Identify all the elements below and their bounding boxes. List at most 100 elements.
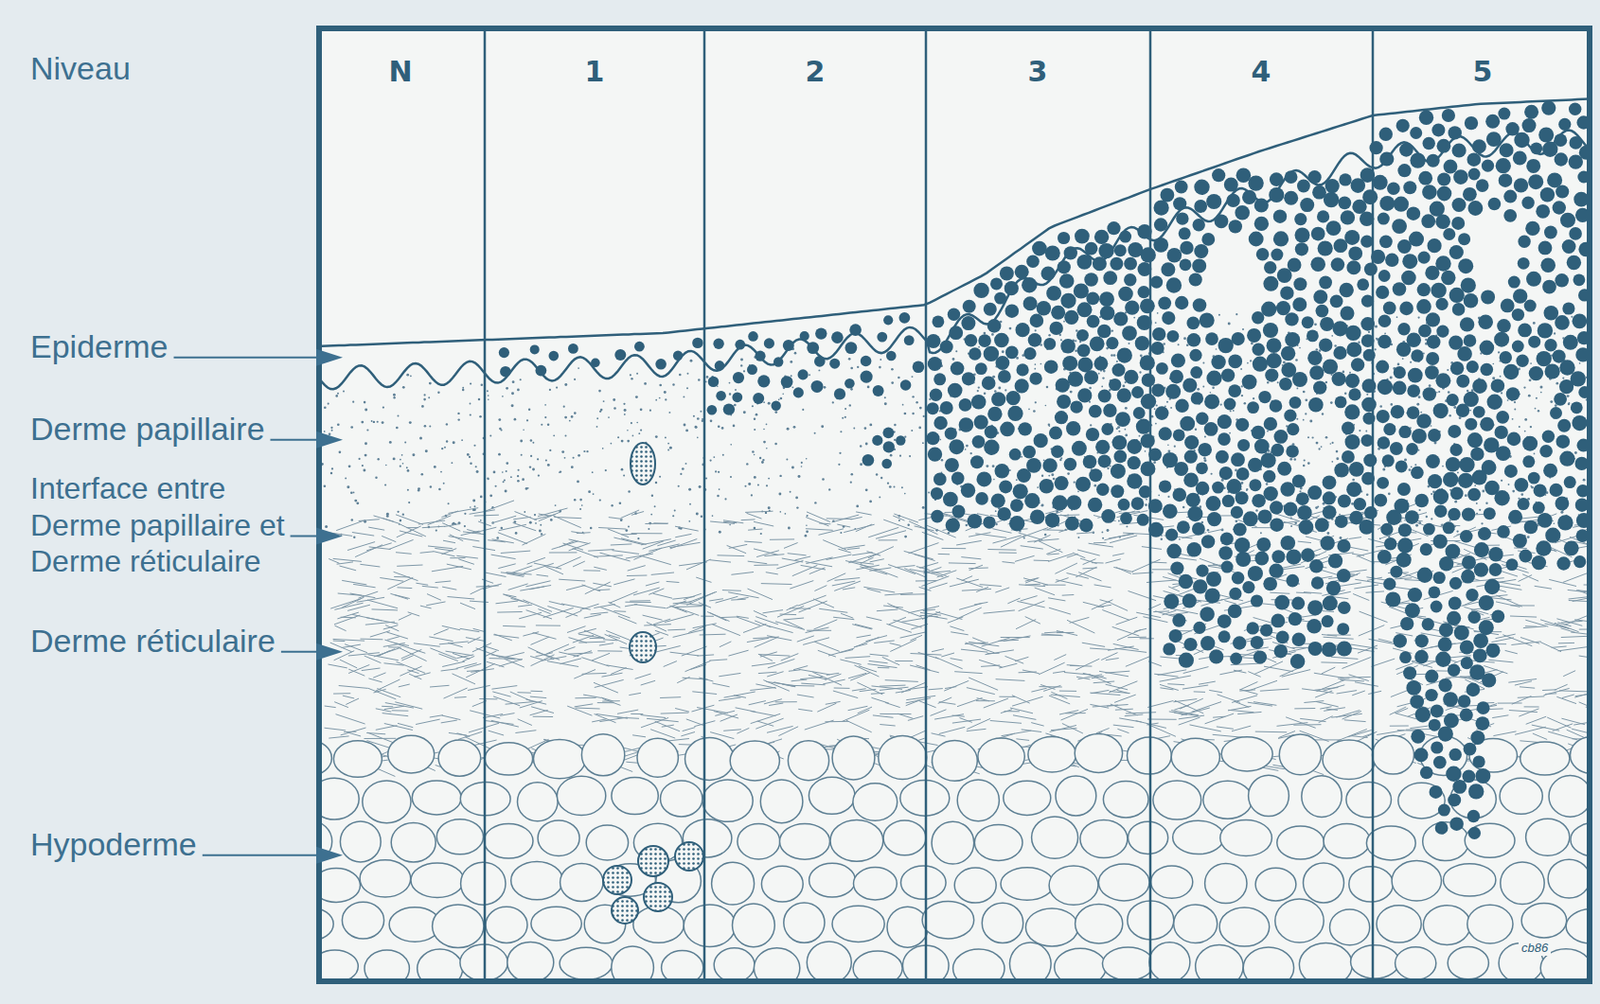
collagen-fibre [744, 541, 763, 543]
collagen-fibre [531, 707, 554, 714]
collagen-fibre [916, 665, 931, 671]
stipple-dot [1511, 490, 1515, 494]
stipple-dot [1351, 479, 1355, 482]
stipple-dot [505, 387, 509, 391]
collagen-fibre [1315, 739, 1342, 741]
stipple-dot [952, 357, 956, 361]
stipple-dot [698, 485, 702, 489]
stipple-dot [382, 406, 385, 409]
stipple-dot [1034, 329, 1037, 332]
collagen-fibre [736, 617, 761, 626]
stipple-dot [1389, 376, 1393, 380]
stipple-dot [1567, 403, 1571, 407]
stipple-dot [330, 426, 333, 429]
stipple-dot [1036, 486, 1039, 489]
stipple-dot [1420, 411, 1423, 414]
collagen-fibre [935, 657, 963, 670]
stipple-dot [1244, 402, 1247, 406]
collagen-fibre [1041, 634, 1064, 637]
collagen-fibre [806, 630, 832, 632]
stipple-dot [1474, 484, 1476, 487]
stipple-dot [853, 427, 855, 430]
stipple-dot [997, 386, 1001, 390]
stipple-dot [636, 373, 639, 375]
stipple-dot [1500, 480, 1503, 482]
stipple-dot [421, 405, 425, 409]
stipple-dot [355, 501, 359, 505]
collagen-fibre [928, 689, 943, 691]
stipple-dot [1204, 459, 1208, 463]
stipple-dot [351, 518, 355, 522]
stipple-dot [1579, 362, 1582, 365]
stipple-dot [1102, 537, 1104, 540]
stipple-dot [774, 443, 778, 446]
stipple-dot [904, 493, 907, 496]
stipple-dot [1309, 419, 1313, 423]
stipple-dot [747, 482, 751, 486]
collagen-fibre [828, 648, 854, 657]
stipple-dot [801, 408, 804, 411]
stipple-dot [729, 444, 732, 446]
stipple-dot [779, 475, 782, 478]
stipple-dot [402, 386, 406, 390]
stipple-dot [789, 360, 793, 364]
stipple-dot [512, 380, 516, 384]
collagen-fibre [1139, 638, 1155, 640]
stipple-dot [1327, 532, 1331, 535]
stipple-dot [610, 504, 613, 507]
stipple-dot [922, 442, 925, 445]
collagen-fibre [650, 729, 676, 739]
collagen-fibre [555, 556, 582, 569]
stipple-dot [994, 390, 996, 392]
stipple-dot [898, 519, 901, 522]
stipple-dot [889, 454, 893, 458]
stipple-dot [373, 421, 375, 424]
stipple-dot [462, 389, 465, 392]
stipple-dot [1530, 486, 1534, 490]
stipple-dot [421, 473, 425, 477]
collagen-fibre [381, 535, 396, 542]
collagen-fibre [872, 715, 894, 718]
collagen-fibre [678, 604, 707, 606]
stipple-dot [1033, 368, 1036, 371]
stipple-dot [1034, 363, 1037, 366]
collagen-fibre [876, 609, 899, 612]
stipple-dot [486, 477, 489, 480]
collagen-fibre [885, 702, 901, 708]
stipple-dot [688, 520, 691, 523]
stipple-dot [1325, 381, 1328, 384]
stipple-dot [1335, 457, 1339, 461]
stipple-dot [579, 498, 583, 502]
collagen-fibre [1162, 577, 1180, 583]
stipple-dot [1155, 423, 1157, 426]
collagen-fibre [755, 617, 779, 625]
stipple-dot [613, 407, 617, 410]
stipple-dot [1529, 426, 1532, 428]
stipple-dot [399, 519, 403, 523]
stipple-dot [1040, 363, 1043, 366]
collagen-fibre [415, 719, 441, 725]
stipple-dot [1331, 335, 1334, 338]
stipple-dot [879, 358, 882, 361]
collagen-fibre [617, 710, 639, 714]
stipple-dot [1177, 343, 1180, 346]
stipple-dot [651, 495, 654, 498]
stipple-dot [596, 426, 599, 428]
stipple-dot [1069, 391, 1073, 394]
stipple-dot [724, 497, 727, 500]
collagen-fibre [442, 625, 461, 630]
stipple-dot [744, 485, 747, 488]
stipple-dot [487, 398, 490, 401]
stipple-dot [364, 454, 368, 458]
stipple-dot [1325, 436, 1329, 440]
stipple-dot [663, 391, 667, 394]
stipple-dot [1173, 445, 1176, 448]
collagen-fibre [429, 715, 444, 718]
collagen-fibre [621, 538, 647, 546]
stipple-dot [538, 530, 542, 534]
stipple-dot [791, 466, 795, 470]
stipple-dot [1046, 386, 1049, 390]
stipple-dot [510, 476, 513, 479]
stipple-dot [856, 366, 859, 369]
stipple-dot [941, 459, 943, 462]
